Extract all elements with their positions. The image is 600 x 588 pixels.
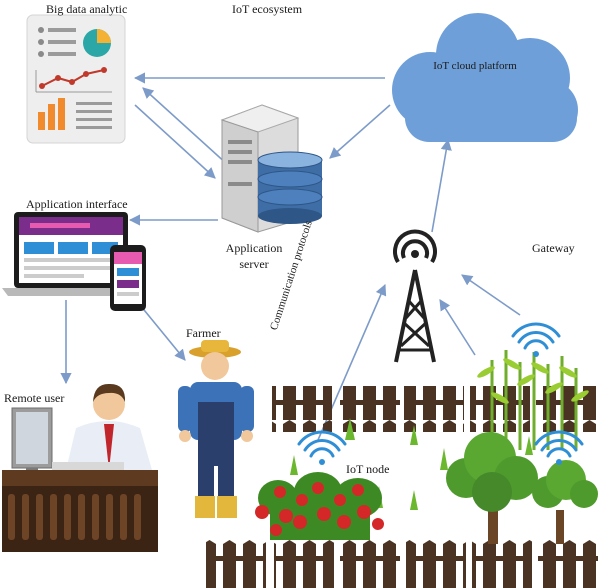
phone-icon — [110, 245, 146, 311]
wifi-icon-node — [297, 430, 347, 465]
tomato-plants — [255, 472, 384, 540]
laptop-icon — [2, 212, 140, 296]
remote-user-illustration — [2, 383, 158, 552]
label-farmer: Farmer — [186, 326, 221, 340]
wifi-icon-bamboo — [511, 322, 561, 357]
arrow-field-to-gateway — [439, 299, 476, 356]
arrow-bamboo-to-gateway — [461, 274, 521, 316]
label-remote-user: Remote user — [4, 391, 65, 405]
line-chart-icon — [35, 67, 112, 93]
big-data-dashboard — [26, 14, 126, 144]
cloud-icon — [392, 13, 578, 142]
label-gateway: Gateway — [532, 241, 575, 255]
arrow-server-to-bigdata — [142, 87, 229, 166]
arrow-gateway-to-cloud — [431, 138, 452, 233]
farmer-illustration — [178, 340, 254, 518]
connection-arrows — [60, 72, 521, 441]
trees — [446, 432, 598, 544]
arrow-bigdata-to-server — [134, 104, 216, 179]
label-iot-cloud-platform: IoT cloud platform — [433, 60, 517, 72]
label-big-data-analytic: Big data analytic — [46, 2, 128, 16]
bar-chart-icon — [38, 98, 112, 130]
fence-rows — [206, 386, 598, 588]
pie-chart-icon — [83, 29, 111, 57]
wifi-icon-trees — [534, 430, 584, 465]
label-application-server: Application server — [225, 241, 283, 271]
label-iot-ecosystem: IoT ecosystem — [232, 2, 303, 16]
arrow-phone-to-farmer — [139, 304, 186, 361]
database-icon — [257, 151, 323, 224]
arrow-cloud-to-server — [329, 104, 391, 159]
bamboo-plants — [477, 350, 589, 450]
label-iot-node: IoT node — [346, 462, 390, 476]
label-application-interface: Application interface — [26, 197, 128, 211]
gateway-tower-icon — [393, 229, 437, 363]
